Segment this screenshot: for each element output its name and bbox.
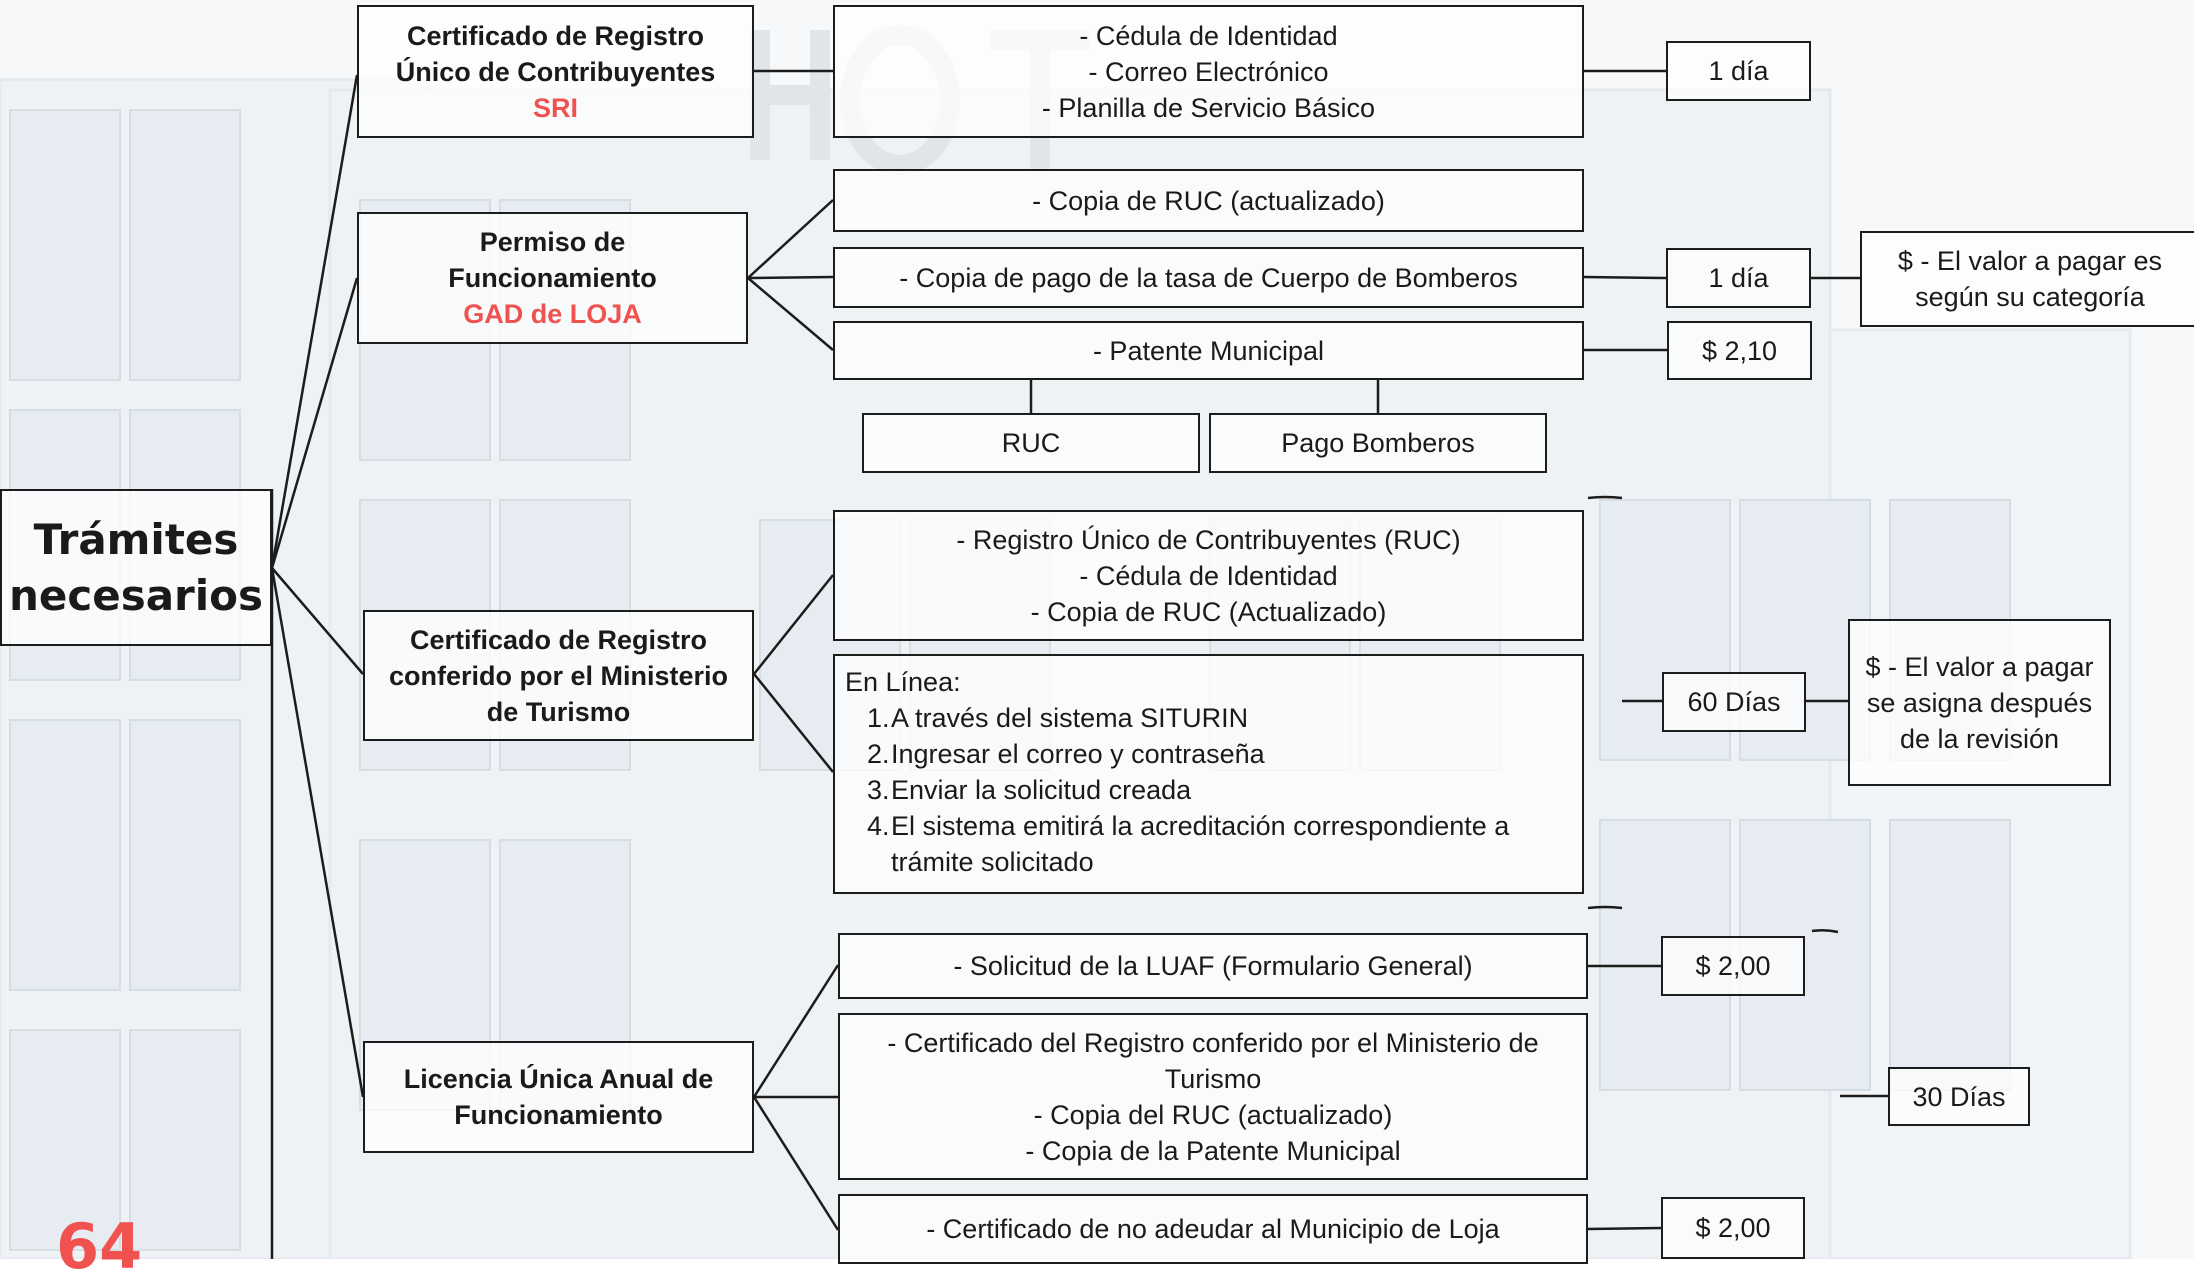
turismo-cost-note: $ - El valor a pagar se asigna después d…	[1848, 619, 2111, 786]
luaf-req-docs: - Certificado del Registro conferido por…	[838, 1013, 1588, 1180]
permiso-title-line2: Funcionamiento	[448, 263, 657, 293]
requirement-item: - Copia del RUC (actualizado)	[1033, 1099, 1393, 1130]
root-title-line1: Trámites	[33, 514, 239, 564]
sub-requirement-label: RUC	[1001, 428, 1061, 458]
turismo-time: 60 Días	[1662, 672, 1806, 732]
cost-label: $ 2,00	[1695, 951, 1771, 981]
sub-requirement-label: Pago Bomberos	[1281, 428, 1475, 458]
permiso-cost-note: $ - El valor a pagar es según su categor…	[1860, 231, 2194, 327]
requirement-item: - Copia de pago de la tasa de Cuerpo de …	[899, 262, 1518, 293]
requirement-item: - Certificado de no adeudar al Municipio…	[926, 1214, 1500, 1244]
step-item: 4.El sistema emitirá la acreditación cor…	[845, 808, 1581, 880]
turismo-title-line2: conferido por el Ministerio	[388, 660, 729, 691]
patente-cost: $ 2,10	[1667, 321, 1812, 380]
requirement-item: - Copia de RUC (actualizado)	[1032, 185, 1385, 216]
permiso-title-line1: Permiso de	[479, 227, 626, 257]
step-text: Enviar la solicitud creada	[891, 775, 1192, 805]
requirement-item: - Solicitud de la LUAF (Formulario Gener…	[953, 951, 1473, 981]
luaf-adeudar-cost: $ 2,00	[1661, 1197, 1805, 1259]
patente-sub-ruc: RUC	[862, 413, 1200, 473]
step-text: A través del sistema SITURIN	[891, 703, 1249, 733]
time-label: 1 día	[1708, 56, 1769, 86]
requirement-item: - Copia de la Patente Municipal	[1025, 1135, 1401, 1166]
step-text: Ingresar el correo y contraseña	[891, 739, 1265, 769]
step-item: 2.Ingresar el correo y contraseña	[845, 736, 1581, 772]
step-item: 3.Enviar la solicitud creada	[845, 772, 1581, 808]
requirement-item: - Planilla de Servicio Básico	[1041, 92, 1376, 123]
turismo-title-line3: de Turismo	[486, 696, 631, 727]
root-node: Trámites necesarios	[0, 489, 272, 646]
cost-note-text: $ - El valor a pagar es según su categor…	[1897, 246, 2163, 312]
root-title-line2: necesarios	[8, 570, 264, 620]
turismo-requirements: - Registro Único de Contribuyentes (RUC)…	[833, 510, 1584, 641]
requirement-item: - Cédula de Identidad	[1079, 560, 1338, 591]
sri-time: 1 día	[1666, 41, 1811, 101]
online-title: En Línea:	[845, 667, 961, 697]
step-item: 1.A través del sistema SITURIN	[845, 700, 1581, 736]
requirement-item: - Correo Electrónico	[1088, 56, 1329, 87]
luaf-title-line1: Licencia Única Anual de	[403, 1064, 714, 1094]
luaf-time: 30 Días	[1888, 1067, 2030, 1126]
patente-sub-bomberos: Pago Bomberos	[1209, 413, 1547, 473]
cost-label: $ 2,10	[1701, 335, 1778, 366]
step-text: El sistema emitirá la acreditación corre…	[891, 811, 1510, 877]
permiso-req-bomberos: - Copia de pago de la tasa de Cuerpo de …	[833, 247, 1584, 308]
luaf-req-solicitud: - Solicitud de la LUAF (Formulario Gener…	[838, 933, 1588, 999]
turismo-node: Certificado de Registro conferido por el…	[363, 610, 754, 741]
requirement-item: - Patente Municipal	[1092, 335, 1325, 366]
requirement-item: - Copia de RUC (Actualizado)	[1030, 596, 1387, 627]
sri-title-line1: Certificado de Registro	[406, 20, 705, 51]
permiso-req-patente: - Patente Municipal	[833, 321, 1584, 380]
sri-title-line2: Único de Contribuyentes	[395, 56, 716, 87]
luaf-node: Licencia Única Anual de Funcionamiento	[363, 1041, 754, 1153]
luaf-title-line2: Funcionamiento	[454, 1100, 663, 1130]
requirement-item: - Certificado del Registro conferido por…	[887, 1027, 1539, 1094]
requirement-item: - Registro Único de Contribuyentes (RUC)	[956, 524, 1461, 555]
luaf-req-adeudar: - Certificado de no adeudar al Municipio…	[838, 1194, 1588, 1264]
time-label: 30 Días	[1912, 1081, 2006, 1112]
turismo-online-steps: En Línea: 1.A través del sistema SITURIN…	[833, 654, 1584, 894]
sri-requirements: - Cédula de Identidad - Correo Electróni…	[833, 5, 1584, 138]
cost-note-text: $ - El valor a pagar se asigna después d…	[1865, 651, 2094, 754]
permiso-node: Permiso de Funcionamiento GAD de LOJA	[357, 212, 748, 344]
permiso-entity: GAD de LOJA	[463, 299, 642, 329]
luaf-solicitud-cost: $ 2,00	[1661, 936, 1805, 996]
turismo-title-line1: Certificado de Registro	[409, 624, 708, 655]
time-label: 60 Días	[1687, 687, 1781, 717]
cost-label: $ 2,00	[1695, 1213, 1771, 1243]
permiso-time: 1 día	[1666, 248, 1811, 308]
sri-entity: SRI	[532, 92, 578, 123]
permiso-req-ruc: - Copia de RUC (actualizado)	[833, 169, 1584, 232]
sri-node: Certificado de Registro Único de Contrib…	[357, 5, 754, 138]
page-number: 64	[56, 1210, 143, 1283]
time-label: 1 día	[1708, 263, 1769, 293]
requirement-item: - Cédula de Identidad	[1079, 20, 1338, 51]
